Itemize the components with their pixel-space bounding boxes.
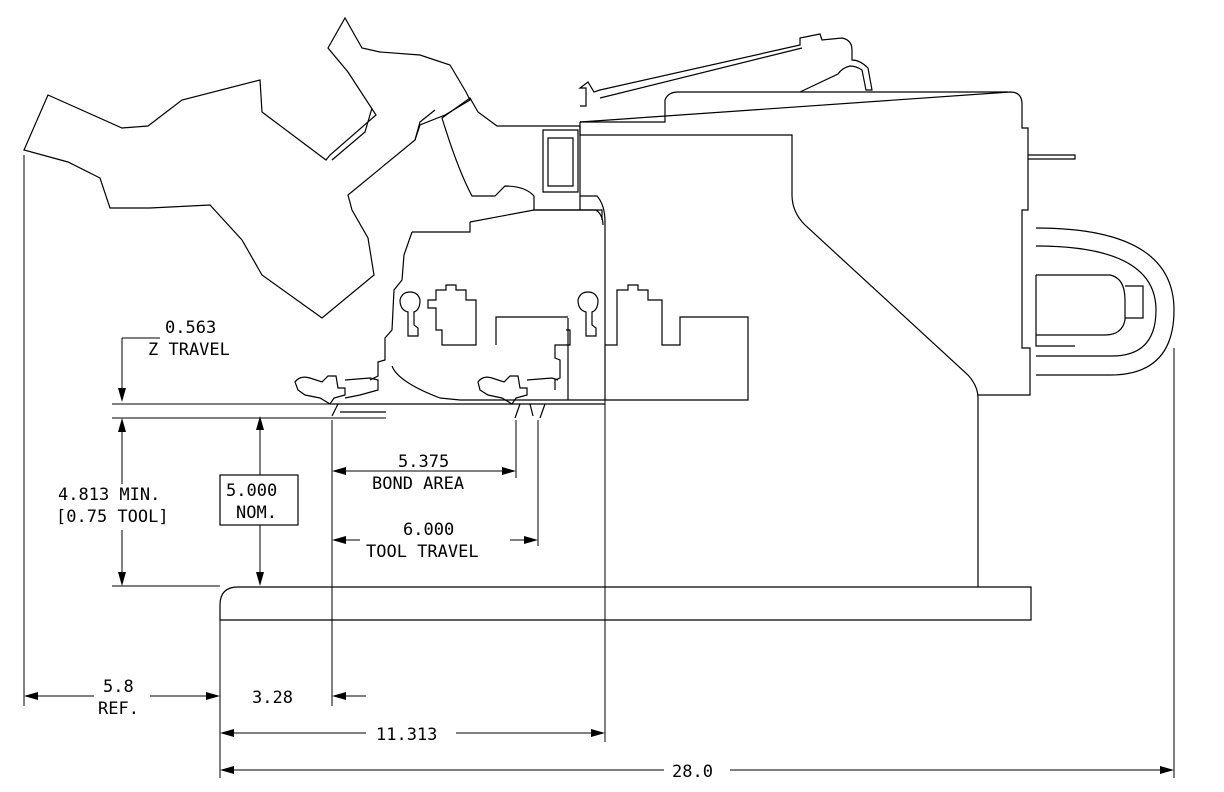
housing-top-shell xyxy=(579,91,1031,396)
nominal-label: NOM. xyxy=(236,503,277,523)
min-height-value: 4.813 MIN. xyxy=(58,485,160,505)
z-travel-label: Z TRAVEL xyxy=(148,340,230,360)
right-gripper xyxy=(477,375,559,405)
tool-column xyxy=(580,195,606,400)
articulated-arm xyxy=(23,16,471,319)
tool-head-body xyxy=(369,209,603,381)
bond-area-value: 5.375 xyxy=(398,452,449,472)
main-body-housing xyxy=(579,122,979,587)
tool-head-lower xyxy=(391,284,749,401)
bond-area-label: BOND AREA xyxy=(372,474,464,494)
tool-travel-label: TOOL TRAVEL xyxy=(366,542,479,562)
tool-travel-value: 6.000 xyxy=(403,520,454,540)
base-plate xyxy=(219,586,1032,621)
nominal-box xyxy=(219,474,299,526)
housing-right-tab xyxy=(1028,154,1076,160)
right-bond-head xyxy=(554,291,599,400)
upper-carriage xyxy=(441,97,581,211)
side-handle-latch xyxy=(1035,274,1144,347)
left-gripper xyxy=(294,375,379,405)
top-rail-lid xyxy=(578,33,873,107)
side-handle-outer xyxy=(1035,227,1175,376)
left-bond-head xyxy=(399,284,568,346)
z-travel-value: 0.563 xyxy=(165,318,216,338)
ref-label: REF. xyxy=(98,699,139,719)
bond-surface xyxy=(331,403,605,419)
side-handle-inner xyxy=(1035,245,1157,357)
min-height-note: [0.75 TOOL] xyxy=(56,507,169,527)
offset-value: 3.28 xyxy=(252,688,293,708)
ref-value: 5.8 xyxy=(103,677,134,697)
carriage-window xyxy=(542,129,579,193)
nominal-value: 5.000 xyxy=(226,481,277,501)
arm-inner-contour xyxy=(331,107,436,161)
housing-roof xyxy=(580,91,1008,123)
overall-value: 28.0 xyxy=(672,762,713,782)
center-value: 11.313 xyxy=(376,725,437,745)
